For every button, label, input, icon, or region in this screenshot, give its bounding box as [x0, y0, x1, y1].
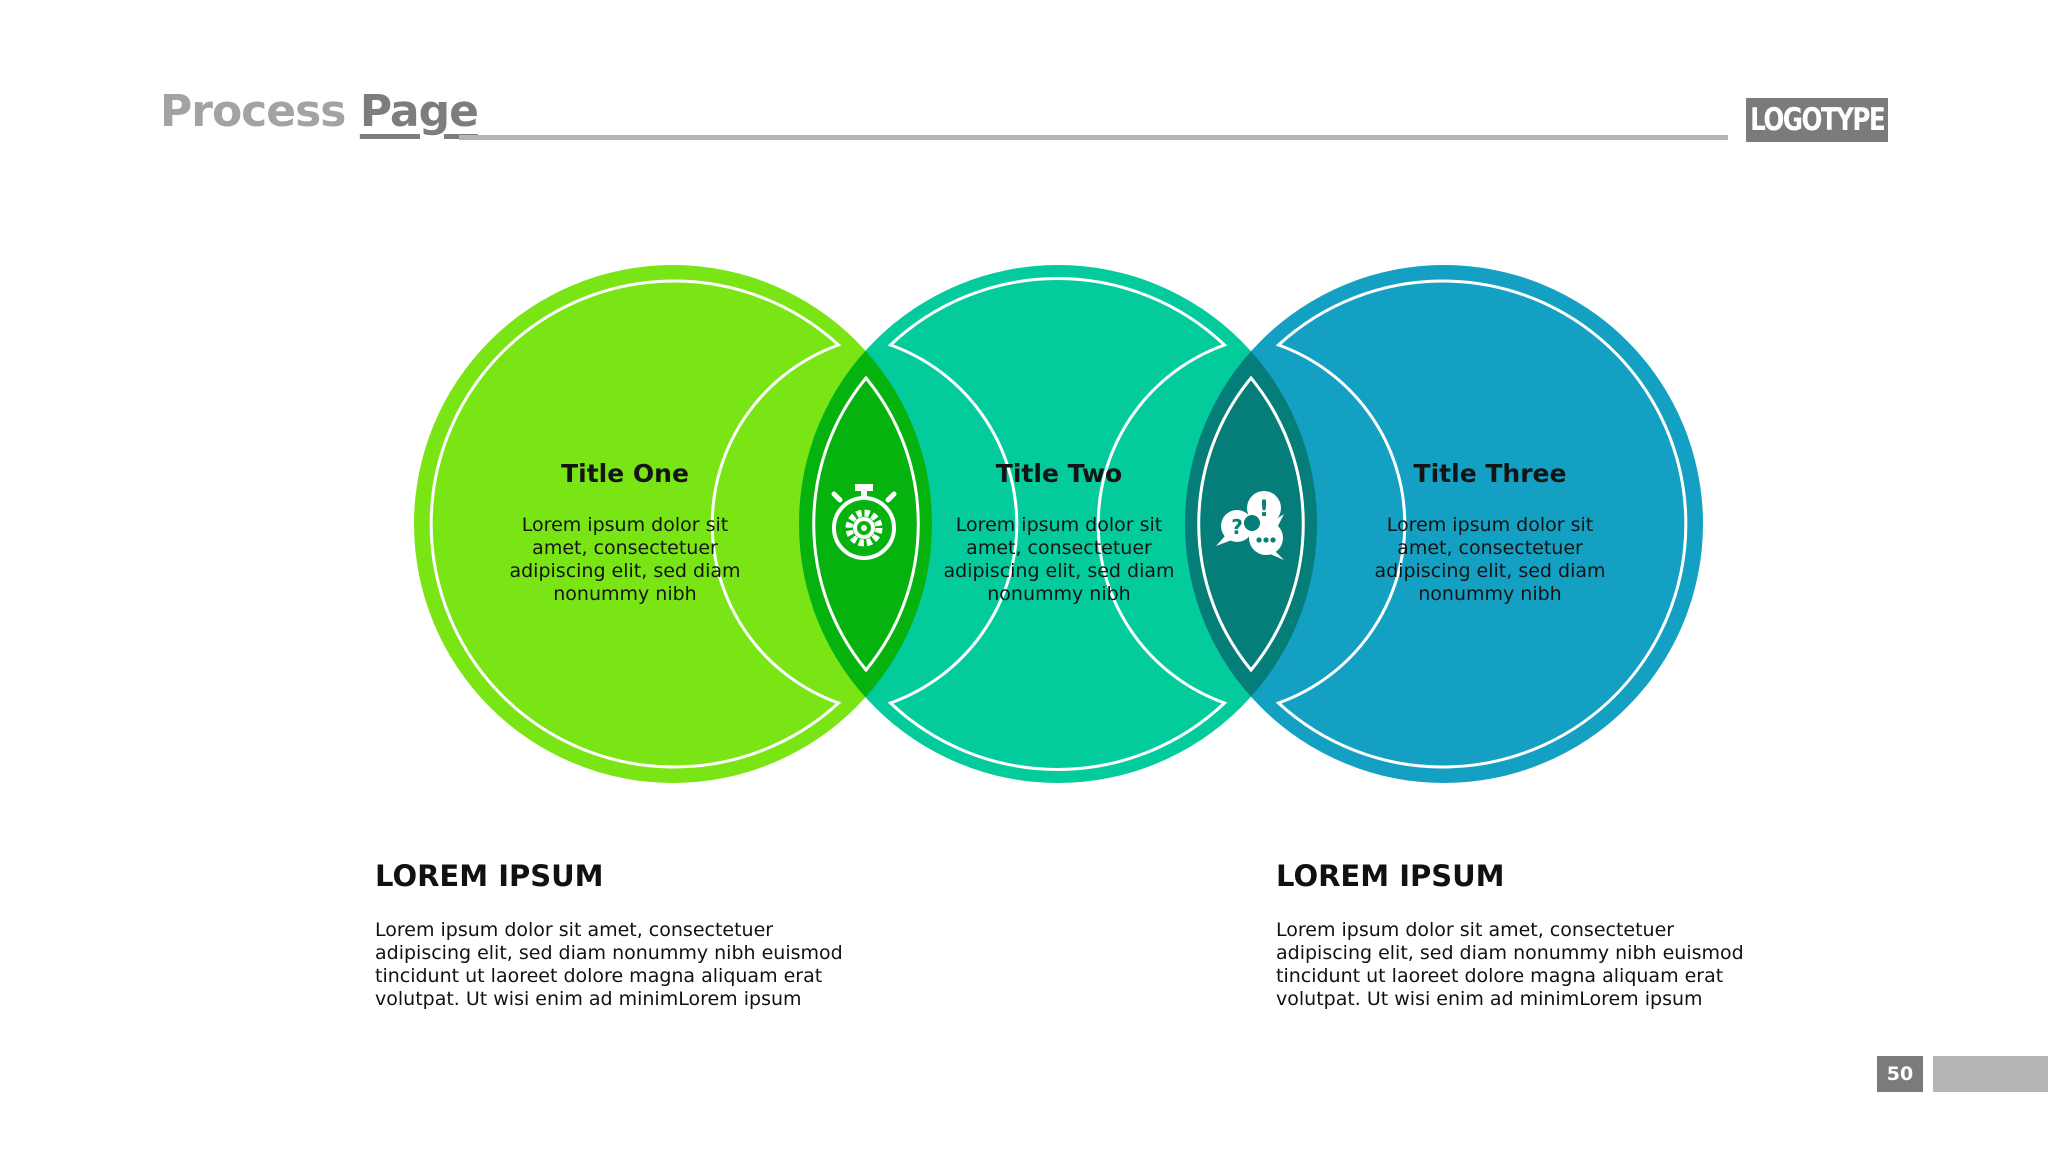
circle-three-text: Title Three Lorem ipsum dolor sit amet, …: [1370, 459, 1610, 606]
circle-three-title: Title Three: [1413, 459, 1567, 488]
circle-two: [799, 265, 1317, 783]
circle-three: [1185, 265, 1703, 783]
stopwatch-gear-icon: [831, 484, 897, 560]
svg-text:?: ?: [1231, 515, 1243, 539]
circle-two-outline: [887, 277, 1228, 771]
svg-text:!: !: [1259, 497, 1269, 522]
note-right-heading: LOREM IPSUM: [1276, 859, 1505, 893]
note-right-body: Lorem ipsum dolor sit amet, consectetuer…: [1276, 919, 1744, 1010]
note-left-body: Lorem ipsum dolor sit amet, consectetuer…: [375, 919, 843, 1010]
circle-two-text: Title Two Lorem ipsum dolor sit amet, co…: [939, 459, 1179, 606]
page-title: Process Page: [160, 86, 479, 137]
footer-bar: [1933, 1056, 2048, 1092]
speech-bubbles-icon: ! ?: [1216, 491, 1284, 560]
page-title-word-process: Process: [160, 86, 346, 137]
header-divider: [459, 135, 1728, 140]
logo: LOGOTYPE: [1746, 98, 1888, 142]
circle-two-body: Lorem ipsum dolor sit amet, consectetuer…: [943, 514, 1175, 605]
page-title-word-page: Page: [359, 86, 479, 137]
circle-one-title: Title One: [561, 459, 689, 488]
lens-one-outline: [812, 375, 920, 673]
page-number: 50: [1877, 1056, 1923, 1092]
circle-two-title: Title Two: [995, 459, 1123, 488]
circle-one-outline: [429, 279, 842, 769]
circle-three-body: Lorem ipsum dolor sit amet, consectetuer…: [1374, 514, 1606, 605]
note-left-heading: LOREM IPSUM: [375, 859, 604, 893]
note-left: LOREM IPSUM Lorem ipsum dolor sit amet, …: [375, 859, 845, 1011]
circle-one-text: Title One Lorem ipsum dolor sit amet, co…: [505, 459, 745, 606]
note-right: LOREM IPSUM Lorem ipsum dolor sit amet, …: [1276, 859, 1746, 1011]
lens-two-outline: [1197, 375, 1305, 673]
circle-one-body: Lorem ipsum dolor sit amet, consectetuer…: [509, 514, 741, 605]
circle-one: [414, 265, 932, 783]
circle-three-outline: [1275, 279, 1688, 769]
